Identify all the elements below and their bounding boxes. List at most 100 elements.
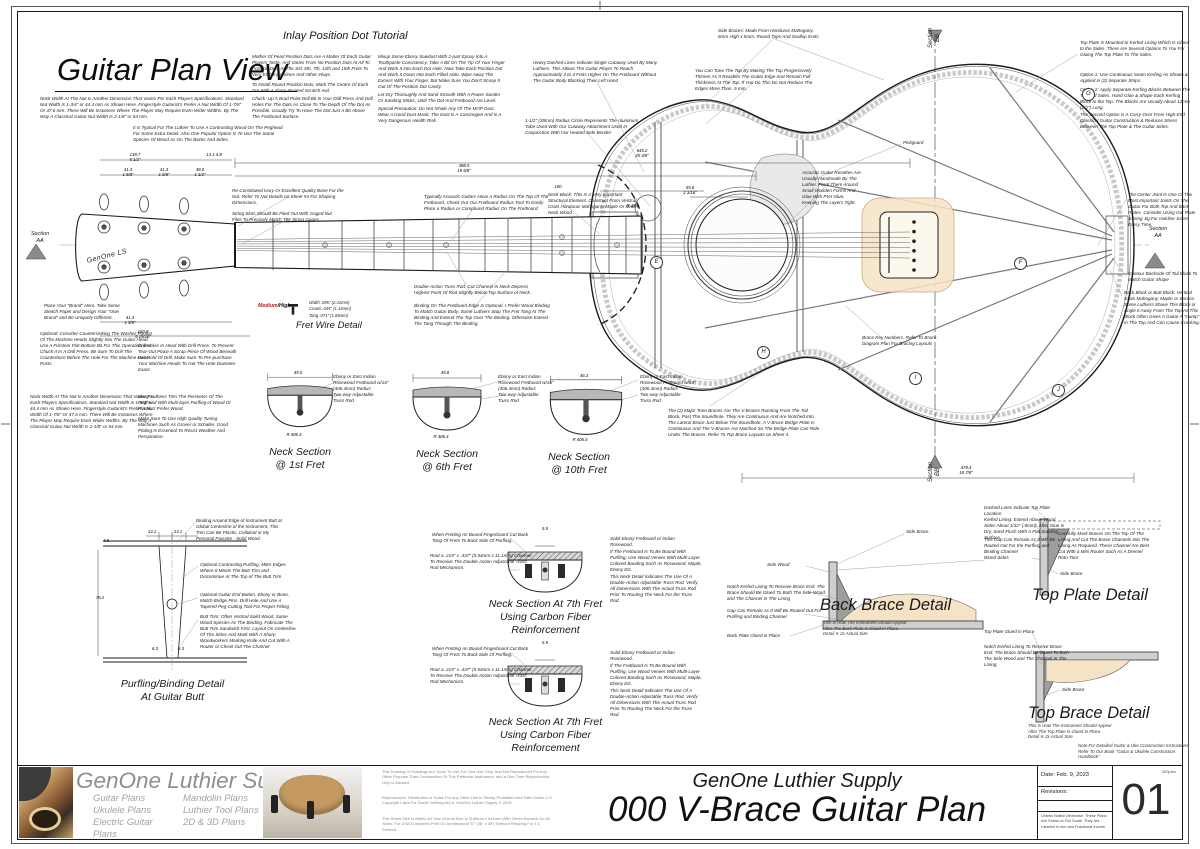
- neck-section-1st: [267, 373, 333, 428]
- tp-note-mark-braces: Carefully Mark Braces On The Top Of The …: [1058, 531, 1150, 560]
- dim: 38.0 1 1/2": [194, 167, 206, 177]
- dim: 139.7 5 1/2": [129, 152, 141, 162]
- logo-photo-guitar-cutaway: [19, 767, 73, 838]
- butt-note-purfling: Optional Contrasting Purfling. Miter Edg…: [200, 562, 286, 579]
- back-brace-detail-drawing: [789, 533, 986, 637]
- seventh2-note-ebony: Solid Ebony Fretboard or Indian Rosewood…: [610, 650, 675, 661]
- seventh1-note-ebony: Solid Ebony Fretboard or Indian Rosewood…: [610, 536, 675, 547]
- title-block-top-rule: [18, 765, 1182, 767]
- fret-wire-tang: Tang .071" (1.85mm): [309, 312, 349, 318]
- title-block-divider-2: [1112, 766, 1113, 839]
- tp-note-dashed: Dashed Lines Indicate Top Plate Location: [984, 505, 1050, 516]
- note-string-slots: String Slots Should Be Filed Out With Ga…: [232, 211, 332, 222]
- dim: 45.8: [440, 370, 450, 375]
- dim: 46.3: [579, 373, 589, 378]
- note-fb-binding: Binding On The Fretboard Edge Is Optiona…: [414, 303, 550, 326]
- tp-note-gap: This Gap Can Remain As It Will Be Routed…: [984, 537, 1056, 554]
- note-brand: Place Your "Brand" Here. Take Some Sketc…: [44, 303, 120, 320]
- dim: R 406.4: [433, 434, 449, 439]
- handbook-note: Note For Detailed Guitar & Uke Construct…: [1078, 743, 1189, 760]
- note-rosettes: Acoustic Guitar Rosettes Are Usually Han…: [802, 170, 861, 205]
- sheet-code: 000plan: [1161, 769, 1176, 774]
- legal-text-2: Reproduction, Distribution or Sales For …: [382, 795, 552, 806]
- tp-label-side-brace: Side Brace: [1060, 571, 1083, 576]
- dim: 4.8: [103, 538, 109, 543]
- fretboard: [234, 215, 643, 275]
- cutaway-dashed-line: [597, 164, 647, 326]
- plans-list-col1: Guitar Plans Ukulele Plans Electric Guit…: [93, 793, 153, 840]
- note-option2: Option 2: Apply Separate Kerfing Blocks …: [1080, 87, 1191, 110]
- page-title: Guitar Plan View: [55, 52, 298, 92]
- dim: 76.2: [95, 595, 105, 600]
- date-row-rule: [1037, 786, 1112, 787]
- brace-key-j: J: [1052, 384, 1065, 397]
- note-tail-contour: Contour Backside Of Tail Block To Match …: [1128, 271, 1198, 282]
- tutorial-title: Inlay Position Dot Tutorial: [283, 30, 408, 42]
- note-nut-material: Re-Constituted Ivory Or Excellent Qualit…: [232, 188, 344, 205]
- fret-lines: [272, 216, 642, 274]
- dim: R 406.4: [286, 432, 302, 437]
- rosette-ring: [690, 193, 794, 297]
- butt-note-binding: Binding Around Edge of Instrument Butt a…: [196, 518, 282, 541]
- dim: 150.8 5 15/16": [135, 329, 151, 339]
- heel-cap: [593, 217, 601, 273]
- fret-wire-crown: Crown .045" (1.14mm): [309, 306, 351, 312]
- leader-lines: [237, 37, 1127, 409]
- brace-key-h: H: [757, 346, 770, 359]
- seventh2-note-truss: This Neck Detail Indicates The Use Of A …: [610, 688, 698, 717]
- strings: [236, 231, 911, 259]
- brace-key-f: F: [1014, 257, 1027, 270]
- tutorial-c1p3: Chuck -Up A Brad Point Drill Bit In Your…: [252, 96, 373, 119]
- note-v-braces: The (2) Major Tone Braces Are The V-Brac…: [668, 408, 820, 437]
- fret-wire-legend: Width .095" (2.41mm) Crown .045" (1.14mm…: [309, 300, 351, 319]
- tutorial-c1p2: To Install Round Position Dots, Mark The…: [252, 82, 369, 93]
- back-brace-detail-title: Back Brace Detail: [820, 596, 952, 614]
- section-bb-top: Section BB: [928, 28, 941, 49]
- fret-wire-grade-high: /High: [277, 303, 291, 309]
- back-brace-detail-caption: This Is How The Instrument Should Appear…: [823, 620, 907, 637]
- dim: 41.3 1 5/8": [124, 315, 136, 325]
- company-name: GenOne Luthier Supply: [692, 770, 902, 792]
- title-block-brand: GenOne Luthier Supplies: [76, 768, 329, 793]
- tb-label-side-brace: Side Brace: [1062, 687, 1085, 692]
- revisions-row-rule: [1037, 800, 1112, 801]
- legal-text-1: This Drawing or Drawings Are Yours To Us…: [382, 769, 550, 785]
- brace-key-i: I: [909, 372, 922, 385]
- note-brace-key: Brace Key Numbers, Refer To Brace Diagra…: [862, 335, 937, 346]
- back-label-plate: Back Plate Glued in Place: [727, 633, 781, 638]
- neck-section-6th-title: Neck Section @ 6th Fret: [416, 448, 478, 474]
- top-brace-detail-title: Top Brace Detail: [1028, 704, 1150, 722]
- back-label-side-wood: Side Wood: [767, 562, 790, 567]
- dim: 5.5: [542, 640, 548, 645]
- back-label-side-brace: Side Brace: [906, 529, 929, 534]
- tail-block: [1105, 215, 1129, 275]
- dimension-lines: [100, 158, 1135, 483]
- label-trussrod-3: Two-way Adjustable Truss Rod: [640, 392, 681, 403]
- label-pickguard: Pickguard: [903, 140, 924, 145]
- tutorial-c1p1: Mother Of Pearl Position Dots Are A Matt…: [252, 54, 371, 77]
- neck-section-7th-1: [507, 537, 583, 593]
- dim: 6.3: [152, 646, 158, 651]
- note-top-tuning: You Can Tune The Top By Making The Top P…: [695, 68, 813, 91]
- sheet-number: 01: [1121, 775, 1171, 824]
- dim: 41.3 1 5/8": [122, 167, 134, 177]
- label-fretboard-wood-1: Ebony or East Indian Rosewood Fretboard …: [333, 374, 389, 391]
- seventh1-note-rout: Rout a .219" x .437" (5.54mm x 11.1mm) C…: [430, 553, 532, 570]
- tuning-machines: [97, 193, 191, 301]
- dim: 645.2 25 3/8": [635, 148, 649, 158]
- note-option1: Option 1: Use Continuous Seam Kerfing As…: [1080, 72, 1188, 83]
- note-drill-holes: Drill Holes In Head With Drill Press. To…: [138, 343, 237, 372]
- title-block-divider-1: [1037, 766, 1038, 839]
- note-nut-width-top: Neck Width At The Nut Is Another Dimensi…: [40, 96, 244, 119]
- section-bb-marker-bottom: [927, 454, 943, 469]
- fret-wire-detail-title: Fret Wire Detail: [296, 320, 362, 331]
- neck-section-10th: [549, 375, 623, 435]
- note-neck-block: Neck Block: This Is A Very Important Str…: [548, 192, 639, 215]
- plan-title: 000 V-Brace Guitar Plan: [607, 790, 987, 829]
- tb-label-plate-glued: Top Plate Glued in Place: [984, 629, 1035, 634]
- brace-key-e: E: [650, 256, 663, 269]
- tutorial-c2p1: Mixup Some Ebony Sawdust With 2-part Epo…: [378, 54, 505, 89]
- dim: 13.1: [173, 529, 183, 534]
- legal-text-3: This Sheet Size Is Metric A0 Size Overal…: [382, 816, 550, 832]
